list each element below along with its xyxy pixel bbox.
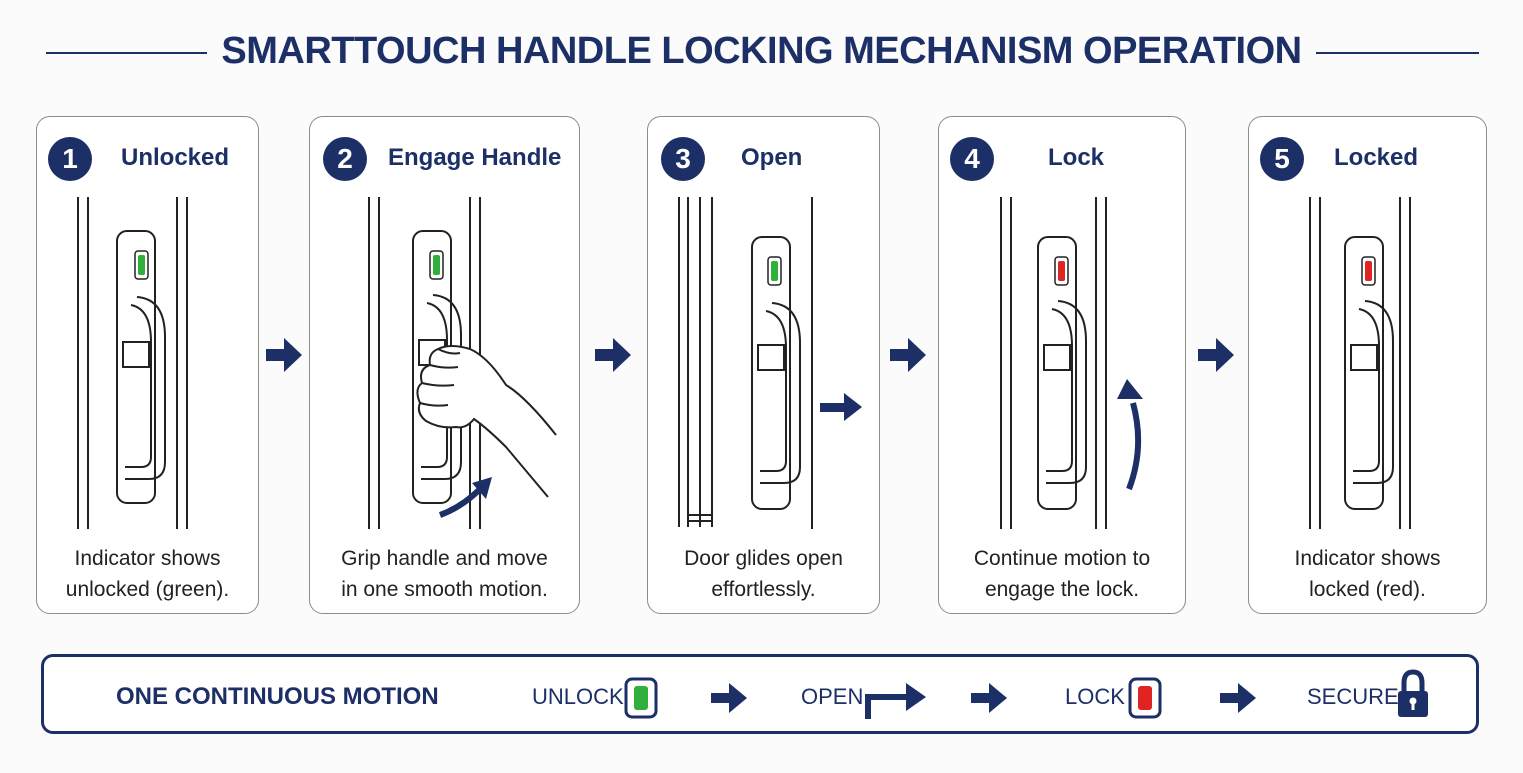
green-indicator-icon <box>624 677 658 719</box>
step-title: Open <box>741 144 803 171</box>
step-title: Engage Handle <box>388 144 562 171</box>
step-arrow-icon <box>711 683 747 713</box>
hand-icon <box>416 345 557 498</box>
step-number-badge: 4 <box>950 137 994 181</box>
motion-title: ONE CONTINUOUS MOTION <box>116 683 439 710</box>
step-arrow-icon <box>890 338 926 372</box>
red-indicator-icon <box>1128 677 1162 719</box>
motion-summary-bar: ONE CONTINUOUS MOTION UNLOCK OPEN LOCK S… <box>41 654 1479 734</box>
handle-illustration <box>77 197 188 529</box>
step-caption: Indicator shows locked (red). <box>1294 547 1441 601</box>
curved-arrow-icon <box>438 486 483 518</box>
step-panel-2: 2 Engage Handle Grip handle and move in … <box>309 116 580 614</box>
green-indicator-icon <box>767 256 782 286</box>
step-number-badge: 3 <box>661 137 705 181</box>
title-rule-left <box>46 52 262 54</box>
green-indicator-icon <box>134 250 149 280</box>
page-title: SMARTTOUCH HANDLE LOCKING MECHANISM OPER… <box>0 30 1523 73</box>
step-title: Lock <box>1048 144 1105 171</box>
title-rule-right <box>1283 52 1479 54</box>
step-panel-3: 3 Open Door glides open effortlessly. <box>647 116 880 614</box>
step-title: Unlocked <box>121 144 230 171</box>
step-arrow-icon <box>266 338 302 372</box>
red-indicator-icon <box>1054 256 1069 286</box>
slide-arrow-icon <box>820 393 862 421</box>
step-number-badge: 5 <box>1260 137 1304 181</box>
red-indicator-icon <box>1361 256 1376 286</box>
step-arrow-icon <box>1220 683 1256 713</box>
step-arrow-icon <box>1198 338 1234 372</box>
handle-illustration <box>368 197 557 529</box>
open-label: OPEN <box>801 684 864 709</box>
lock-icon <box>1398 669 1428 717</box>
green-indicator-icon <box>429 250 444 280</box>
secure-label: SECURE <box>1307 684 1399 709</box>
curved-arrow-icon <box>1126 402 1142 491</box>
step-panel-5: 5 Locked Indicator shows locked (red). <box>1248 116 1487 614</box>
step-number-badge: 1 <box>48 137 92 181</box>
lock-label: LOCK <box>1065 684 1125 709</box>
step-panel-4: 4 Lock Continue motion to engage the loc… <box>938 116 1186 614</box>
handle-illustration <box>678 197 862 529</box>
unlock-label: UNLOCK <box>532 684 624 709</box>
step-caption: Door glides open effortlessly. <box>684 547 843 601</box>
step-number-badge: 2 <box>323 137 367 181</box>
step-title: Locked <box>1334 144 1419 171</box>
open-path-arrow-icon <box>865 683 926 719</box>
step-caption: Continue motion to engage the lock. <box>973 547 1151 601</box>
step-arrow-icon <box>595 338 631 372</box>
handle-illustration <box>1000 197 1143 529</box>
step-panel-1: 1 Unlocked Indicator shows unlocked (gre… <box>36 116 259 614</box>
handle-illustration <box>1309 197 1411 529</box>
step-arrow-icon <box>971 683 1007 713</box>
step-caption: Grip handle and move in one smooth motio… <box>341 547 548 601</box>
step-caption: Indicator shows unlocked (green). <box>65 547 230 601</box>
